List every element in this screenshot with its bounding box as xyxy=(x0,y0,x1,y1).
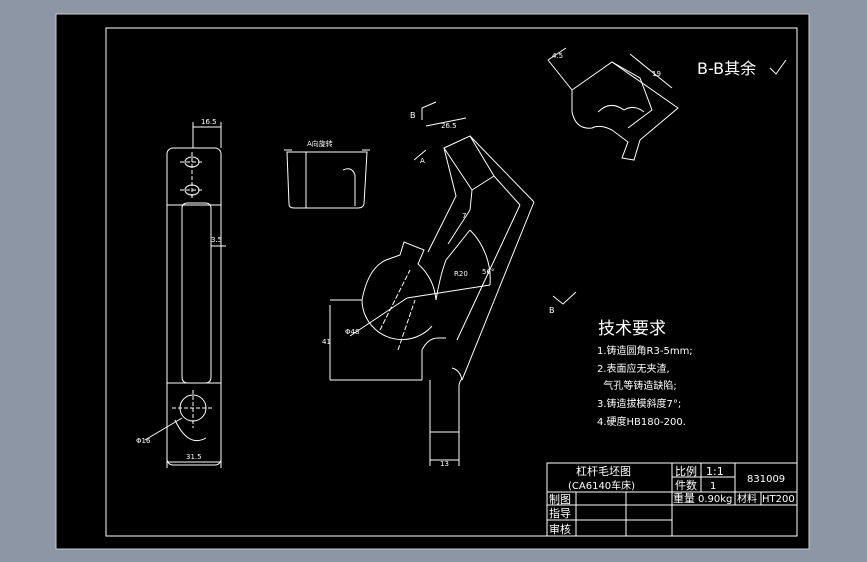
section-marker-bottom: B xyxy=(549,306,555,315)
section-marker-top: B xyxy=(410,111,416,120)
dim-width-top: 16.5 xyxy=(201,118,217,126)
dim-hole-dia: Φ16 xyxy=(136,437,151,445)
drawing-number: 831009 xyxy=(747,474,785,485)
dim-angle: 56° xyxy=(482,268,494,276)
count-value: 1 xyxy=(710,481,716,492)
main-view xyxy=(329,101,577,466)
requirement-3: 3.铸造拔模斜度7°; xyxy=(597,397,681,410)
machine-name: (CA6140车床) xyxy=(568,479,635,492)
requirements-title: 技术要求 xyxy=(598,319,666,339)
part-name: 杠杆毛坯图 xyxy=(576,464,631,478)
requirement-4: 4.硬度HB180-200. xyxy=(597,415,686,428)
drawn-label: 制图 xyxy=(549,493,571,506)
material-value: HT200 xyxy=(762,494,795,505)
dim-circle-dia: Φ48 xyxy=(345,328,359,336)
review-label: 审核 xyxy=(549,522,571,536)
left-view xyxy=(144,122,226,468)
scale-value: 1:1 xyxy=(706,465,724,478)
dim-top-size: 26.5 xyxy=(441,122,457,130)
dim-bottom-width: 13 xyxy=(440,460,449,468)
dim-radius: R20 xyxy=(454,270,468,278)
weight-label: 重量 xyxy=(673,491,695,505)
requirement-2b: 气孔等铸造缺陷; xyxy=(597,379,677,392)
roughness-symbol xyxy=(769,59,787,75)
section-label: B-B其余 xyxy=(697,59,756,78)
inner-frame xyxy=(105,27,798,537)
material-label: 材料 xyxy=(737,492,757,505)
dim-detail-a: 4.5 xyxy=(552,52,563,60)
title-block xyxy=(546,462,798,537)
auxiliary-view xyxy=(284,149,370,209)
requirement-1: 1.铸造圆角R3-5mm; xyxy=(597,344,693,357)
section-view xyxy=(547,47,679,161)
auxiliary-view-label: A向旋转 xyxy=(307,139,333,148)
count-label: 件数 xyxy=(675,479,697,492)
dim-slot-width: 3.5 xyxy=(211,236,222,244)
dim-height-left: 41 xyxy=(322,338,331,346)
view-marker-a: A xyxy=(420,157,425,165)
dim-base-width: 31.5 xyxy=(186,453,202,461)
dim-small-mark: 7 xyxy=(462,212,466,220)
requirement-2: 2.表面应无夹渣, xyxy=(597,362,670,375)
scale-label: 比例 xyxy=(675,464,697,478)
guide-label: 指导 xyxy=(549,506,571,520)
weight-value: 0.90kg xyxy=(698,494,732,505)
dim-detail-b: 19 xyxy=(652,70,661,78)
